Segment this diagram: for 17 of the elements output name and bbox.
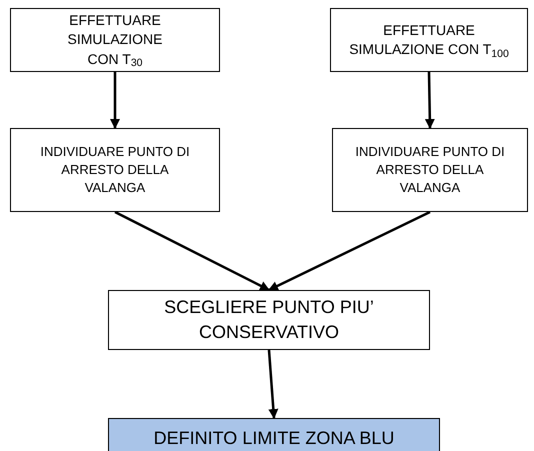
arrow [114, 210, 270, 292]
box-label: INDIVIDUARE PUNTO DI ARRESTO DELLA VALANGA [39, 143, 191, 197]
box-label: INDIVIDUARE PUNTO DI ARRESTO DELLA VALANGA [354, 143, 506, 197]
arrow [110, 72, 120, 129]
process-box [332, 128, 528, 212]
box-label: SCEGLIERE PUNTO PIU’ CONSERVATIVO [163, 296, 375, 344]
process-box [108, 418, 440, 451]
arrow [268, 210, 431, 292]
box-label: EFFETTUARE SIMULAZIONE CON T$_{30}$ [66, 11, 164, 69]
arrow [424, 72, 435, 129]
box-label: DEFINITO LIMITE ZONA BLU [154, 426, 394, 450]
process-box [10, 8, 220, 72]
box-label: EFFETTUARE SIMULAZIONE CON T$_{100}$ [348, 20, 510, 60]
process-box [108, 290, 430, 350]
process-box [330, 8, 528, 72]
arrow [268, 350, 278, 419]
process-box [10, 128, 220, 212]
